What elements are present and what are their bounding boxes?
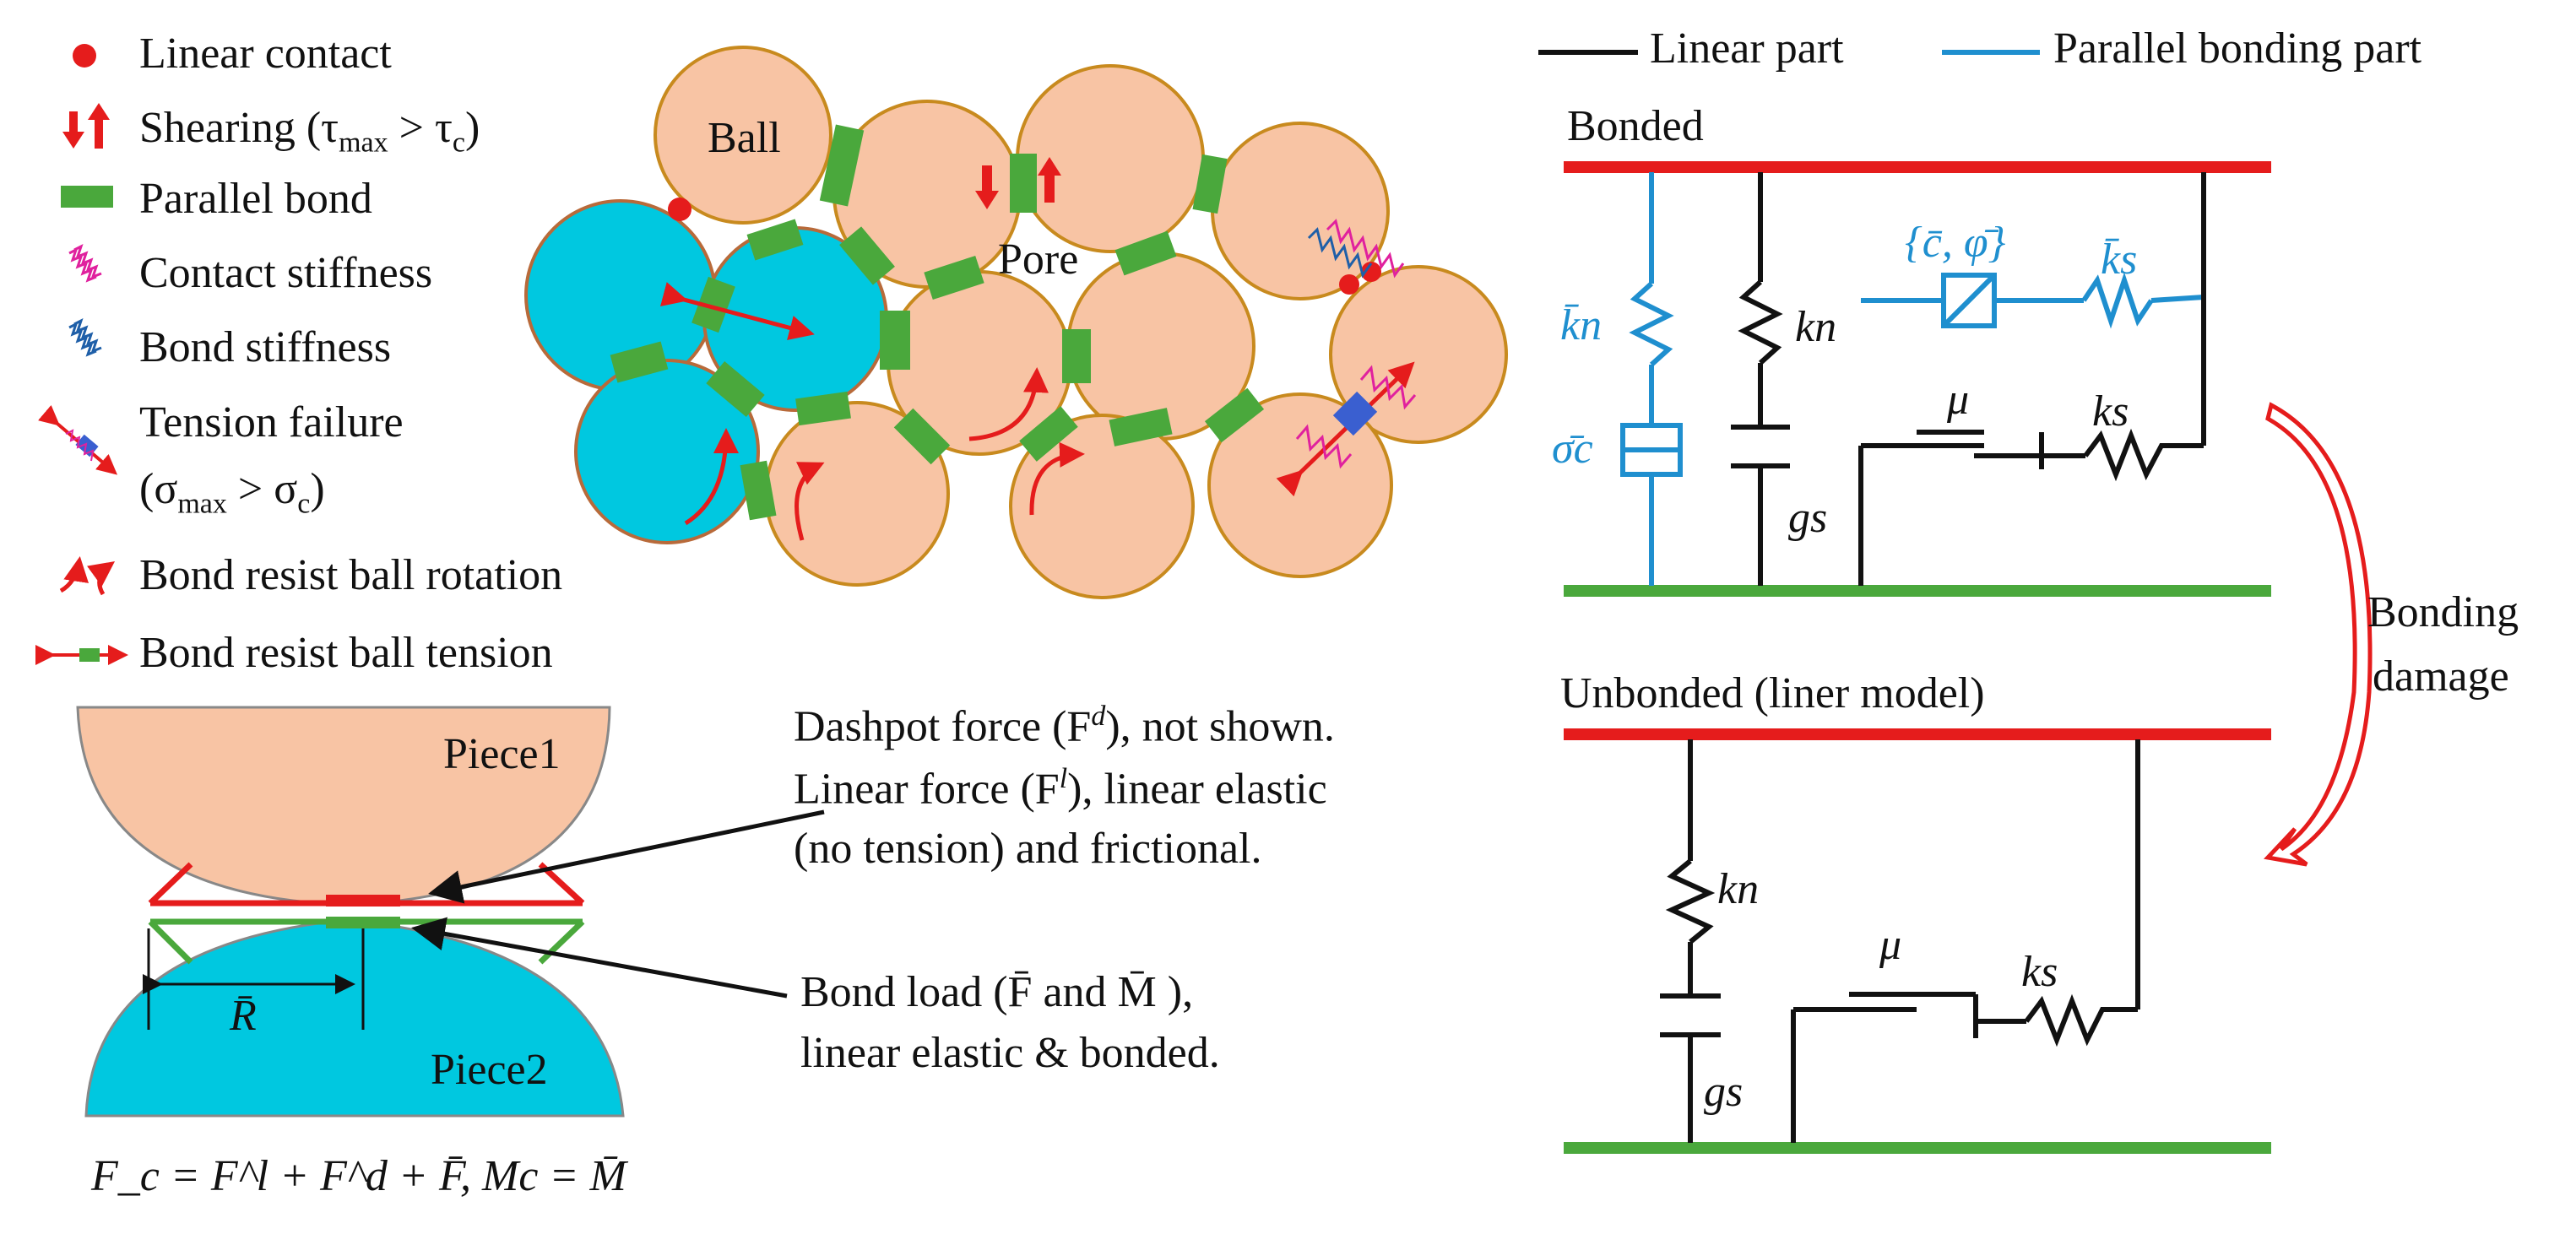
bonded-title: Bonded — [1567, 102, 1704, 150]
bond-load-line1: Bond load (F̄ and M̄ ), — [800, 968, 1194, 1016]
tension-failure-icon — [37, 404, 118, 475]
bonded-sigma-c-bar: σ̄c — [1552, 425, 1593, 473]
legend-icons — [35, 44, 128, 665]
unbonded-model — [1564, 728, 2271, 1154]
bonding-damage-line1: Bonding — [2367, 588, 2519, 636]
bond-rotation-icon — [59, 556, 116, 596]
bonded-model — [1564, 161, 2271, 597]
legend-bond-tension: Bond resist ball tension — [139, 629, 553, 677]
tau-gt: > τ — [388, 104, 453, 152]
legend-bond-rotation: Bond resist ball rotation — [139, 551, 563, 599]
tau-max-sub: max — [339, 127, 388, 159]
pore-label: Pore — [998, 235, 1079, 284]
unbonded-kn: kn — [1717, 865, 1760, 913]
legend-linear-contact: Linear contact — [139, 30, 392, 78]
shearing-icon — [62, 103, 110, 149]
ball — [1016, 64, 1205, 253]
bond-tension-icon — [35, 645, 128, 665]
ball-cluster — [524, 46, 1508, 599]
r-bar-label: R̄ — [230, 992, 257, 1040]
bonded-ks-bar: k̄s — [2101, 235, 2138, 284]
tau-c-sub: c — [452, 127, 465, 159]
sigma-gt: > σ — [226, 465, 298, 513]
bonded-kn-bar: k̄n — [1560, 301, 1603, 349]
legend-shearing: Shearing (τmax > τc) — [139, 106, 480, 157]
bonded-mu: μ — [1947, 376, 1970, 424]
contact-detail — [76, 706, 825, 1118]
legend-shearing-word: Shearing ( — [139, 104, 322, 152]
sigma-max-sub: max — [177, 488, 227, 520]
bonded-c-phi: {c̄, φ̄} — [1905, 219, 2006, 267]
ball-label: Ball — [708, 114, 781, 162]
dashpot-sup: d — [1091, 701, 1106, 732]
legend-shearing-close: ) — [464, 104, 480, 152]
legend-tension-failure: Tension failure — [139, 398, 404, 447]
unbonded-ks: ks — [2021, 948, 2058, 996]
linear-part1: Linear force (F — [794, 765, 1060, 814]
parallel-bond-icon — [61, 186, 113, 208]
bonded-ks: ks — [2092, 387, 2129, 436]
linear-part-label: Linear part — [1650, 24, 1844, 73]
legend-parallel-bond: Parallel bond — [139, 175, 372, 223]
linear-contact-icon — [73, 44, 96, 68]
legend-contact-stiffness: Contact stiffness — [139, 249, 433, 297]
unbonded-mu: μ — [1879, 921, 1902, 969]
legend-tension-condition: (σmax > σc) — [139, 468, 325, 518]
bond-stiffness-icon — [68, 318, 102, 357]
ball — [653, 46, 832, 225]
sigma-c-sub: c — [297, 488, 311, 520]
sigma-symbol: σ — [154, 465, 178, 513]
tension-open: ( — [139, 465, 155, 513]
legend-bond-stiffness: Bond stiffness — [139, 323, 392, 371]
bonding-damage-arrow — [2263, 402, 2373, 867]
bonded-kn: kn — [1795, 303, 1837, 351]
unbonded-title: Unbonded (liner model) — [1560, 669, 1985, 717]
dashpot-part1: Dashpot force (F — [794, 702, 1092, 751]
linear-force-text: Linear force (Fl), linear elastic — [794, 765, 1327, 811]
piece1-label: Piece1 — [443, 730, 561, 778]
parallel-part-label: Parallel bonding part — [2053, 24, 2422, 73]
linear-force-line2: (no tension) and frictional. — [794, 825, 1262, 873]
dashpot-part2: ), not shown. — [1105, 702, 1335, 751]
bond-load-line2: linear elastic & bonded. — [800, 1029, 1220, 1077]
piece2-label: Piece2 — [431, 1046, 548, 1094]
bonding-damage-line2: damage — [2373, 652, 2509, 701]
bonded-gs: gs — [1788, 494, 1828, 542]
tau-symbol: τ — [321, 104, 339, 152]
tension-close: ) — [310, 465, 325, 513]
linear-part2: ), linear elastic — [1067, 765, 1327, 814]
linear-sup: l — [1059, 763, 1068, 794]
unbonded-gs: gs — [1704, 1068, 1744, 1116]
contact-equation: F_c = F^l + F^d + F̄, Mc = M̄ — [91, 1152, 626, 1200]
contact-stiffness-icon — [68, 244, 102, 283]
dashpot-text: Dashpot force (Fd), not shown. — [794, 702, 1335, 749]
